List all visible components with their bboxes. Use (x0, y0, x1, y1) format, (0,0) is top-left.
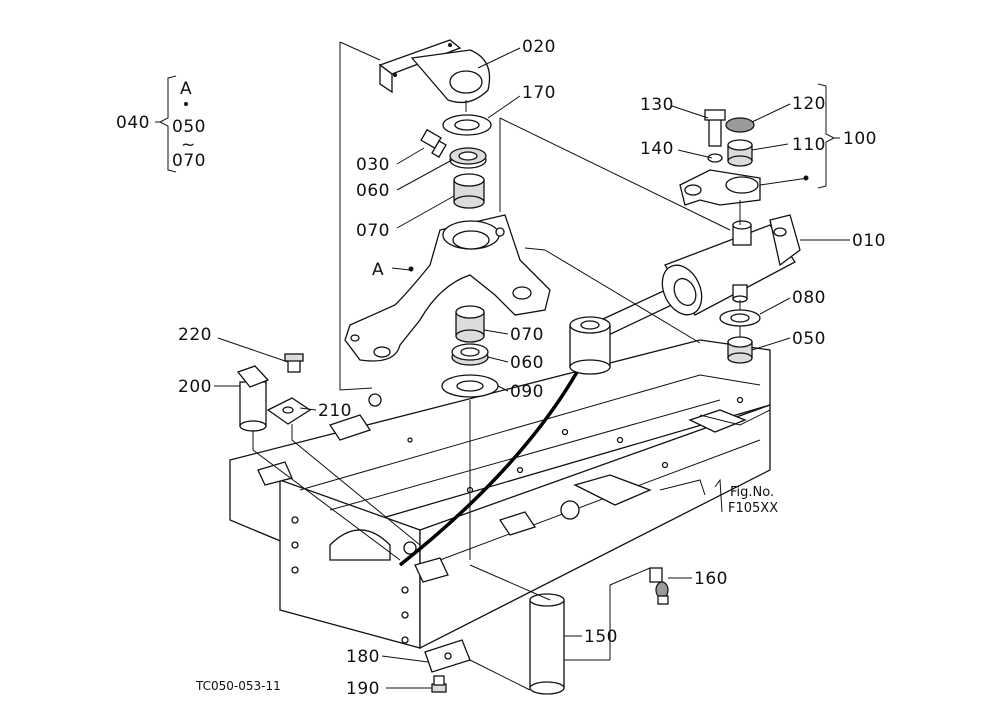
part-220-fitting (284, 353, 304, 373)
label-tilde: ~ (181, 135, 196, 155)
label-190: 190 (346, 679, 380, 699)
part-010-cylinder (569, 214, 801, 375)
label-080: 080 (792, 288, 826, 308)
label-050-group: 050 (172, 117, 206, 137)
label-070-group: 070 (172, 151, 206, 171)
label-180: 180 (346, 647, 380, 667)
label-210: 210 (318, 401, 352, 421)
label-020: 020 (522, 37, 556, 57)
label-150: 150 (584, 627, 618, 647)
group-100-bracket (817, 83, 840, 189)
label-130: 130 (640, 95, 674, 115)
part-090-washer (441, 374, 499, 398)
fig-ref-label: Fig.No. (730, 485, 774, 500)
label-110: 110 (792, 135, 826, 155)
label-010: 010 (852, 231, 886, 251)
label-040: 040 (116, 113, 150, 133)
label-160: 160 (694, 569, 728, 589)
fig-ref-code: F105XX (728, 501, 778, 516)
label-140: 140 (640, 139, 674, 159)
label-050-right: 050 (792, 329, 826, 349)
part-060-upper (449, 147, 487, 169)
steering-arm (344, 214, 551, 362)
part-020-bracket (378, 39, 491, 104)
label-070-lower: 070 (510, 325, 544, 345)
label-arm-marker: A (372, 260, 384, 280)
arm-marker-dot (408, 266, 414, 272)
part-160-fitting (649, 567, 669, 605)
label-120: 120 (792, 94, 826, 114)
part-210-plate (266, 397, 312, 425)
part-100-clamp-assembly (679, 109, 761, 206)
part-050-bushing (727, 336, 753, 364)
label-220: 220 (178, 325, 212, 345)
part-070-lower (455, 305, 485, 343)
label-030: 030 (356, 155, 390, 175)
hydraulic-hose (398, 371, 579, 567)
assembly-marker-dot (803, 175, 809, 181)
part-080-washer (719, 309, 761, 327)
leader-lines (214, 41, 850, 691)
part-030-bolt (420, 128, 447, 158)
label-group-marker: A (180, 79, 192, 99)
group-040-bracket (155, 75, 177, 173)
drawing-code: TC050-053-11 (195, 679, 281, 693)
part-190-fitting (431, 675, 447, 693)
label-060-upper: 060 (356, 181, 390, 201)
label-170: 170 (522, 83, 556, 103)
label-200: 200 (178, 377, 212, 397)
group-marker-dot (184, 102, 188, 106)
label-090: 090 (510, 382, 544, 402)
label-060-lower: 060 (510, 353, 544, 373)
part-200-pin (236, 365, 270, 432)
part-180-plate (424, 639, 471, 673)
part-150-pipe (529, 593, 565, 695)
label-100: 100 (843, 129, 877, 149)
part-070-upper (453, 173, 485, 209)
part-060-lower (451, 343, 489, 366)
frame-housing (229, 339, 771, 650)
label-070-upper: 070 (356, 221, 390, 241)
